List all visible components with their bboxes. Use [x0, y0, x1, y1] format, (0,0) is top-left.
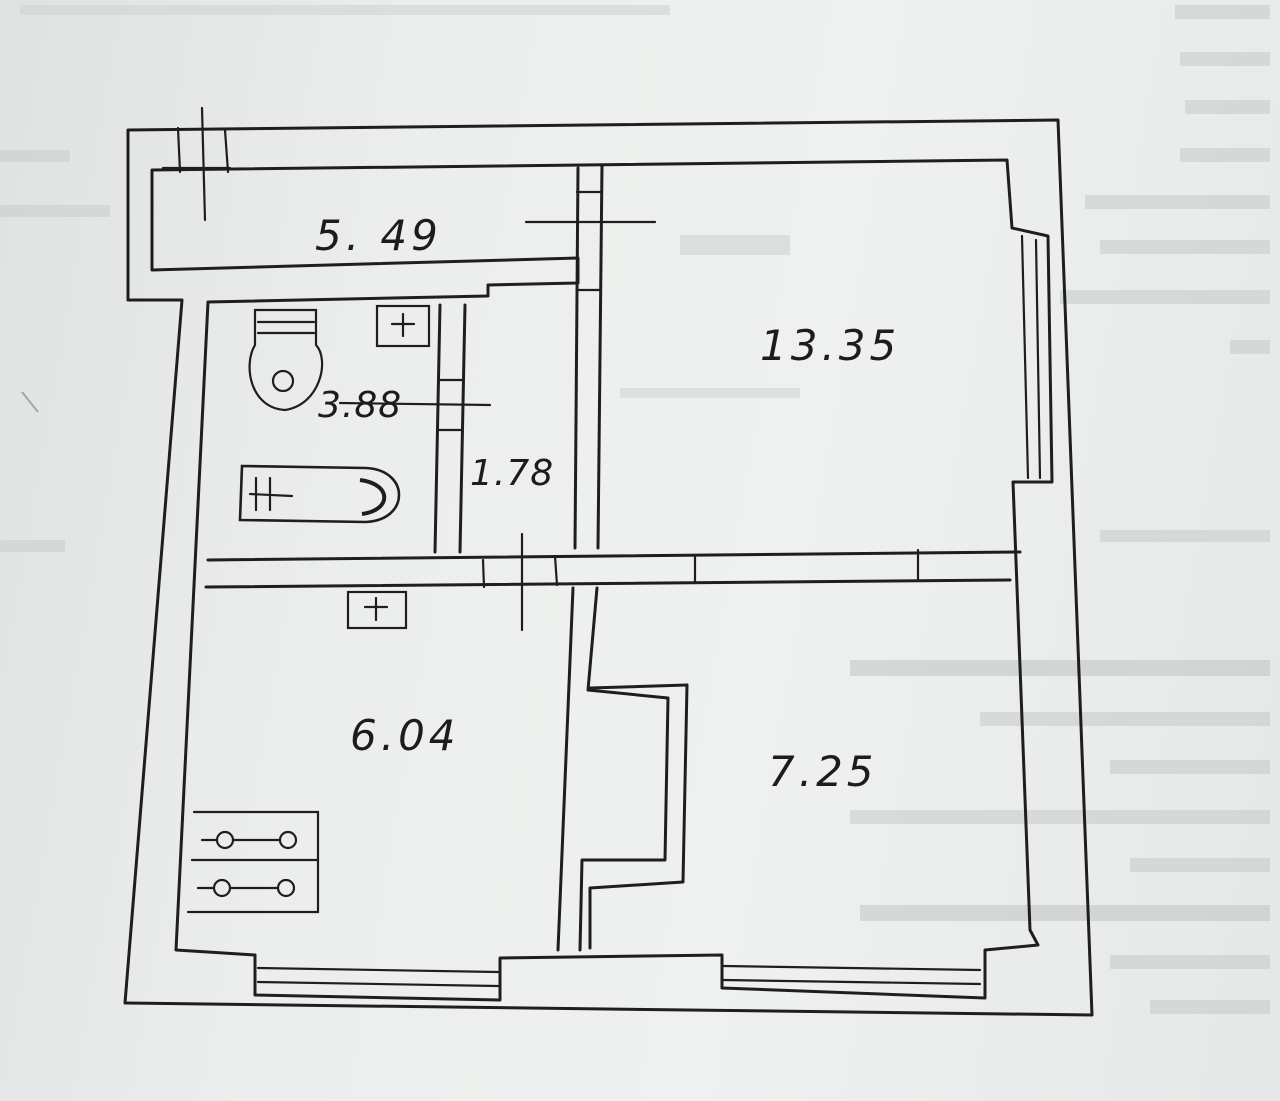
outer-walls — [123, 118, 1094, 1017]
background-bleed-through — [0, 5, 1270, 1014]
bottom-window-left — [256, 966, 500, 988]
balcony-vent-icon — [161, 106, 232, 222]
hallway-area-label: 1.78 — [470, 453, 554, 494]
bathroom-vent-marker — [338, 401, 492, 407]
kitchen-area-label: 6.04 — [350, 711, 460, 760]
bedroom-area-label: 7.25 — [768, 747, 878, 796]
stove-icon — [186, 810, 320, 914]
bathtub-icon — [238, 464, 401, 524]
toilet-icon — [248, 308, 324, 412]
sink-icon — [346, 590, 408, 630]
bathroom-area-label: 3.88 — [318, 385, 402, 426]
washbasin-icon — [375, 304, 431, 348]
living-room-area-label: 13.35 — [760, 321, 900, 370]
room-area-labels: 5. 49 3.88 1.78 13.35 6.04 7.25 — [315, 211, 900, 796]
right-window — [1020, 234, 1042, 480]
bottom-window-right — [722, 964, 982, 986]
interior-walls — [204, 163, 1022, 952]
balcony-area-label: 5. 49 — [315, 211, 442, 260]
